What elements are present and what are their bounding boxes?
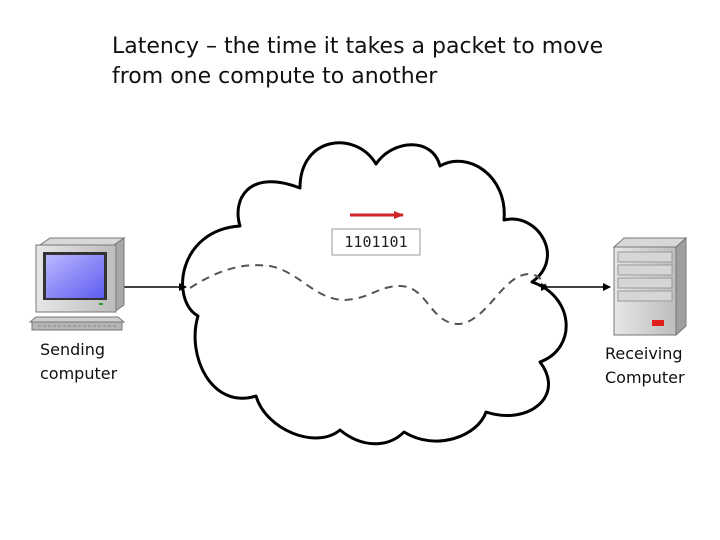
server-tower-icon bbox=[612, 236, 688, 337]
receiver-label-line-2: Computer bbox=[605, 368, 685, 387]
sender-label-line-2: computer bbox=[40, 364, 118, 383]
network-path-dashed bbox=[189, 264, 547, 326]
title-line-2: from one compute to another bbox=[112, 64, 438, 89]
slide-title: Latency – the time it takes a packet to … bbox=[112, 32, 672, 92]
packet-bits: 1101101 bbox=[344, 233, 407, 251]
sender-label: Sending computer bbox=[40, 338, 117, 386]
receiver-label-line-1: Receiving bbox=[605, 344, 683, 363]
receiver-label: Receiving Computer bbox=[605, 342, 685, 390]
packet-box bbox=[331, 228, 421, 256]
title-line-1: Latency – the time it takes a packet to … bbox=[112, 34, 604, 59]
desktop-computer-icon bbox=[28, 237, 126, 331]
sender-label-line-1: Sending bbox=[40, 340, 106, 359]
